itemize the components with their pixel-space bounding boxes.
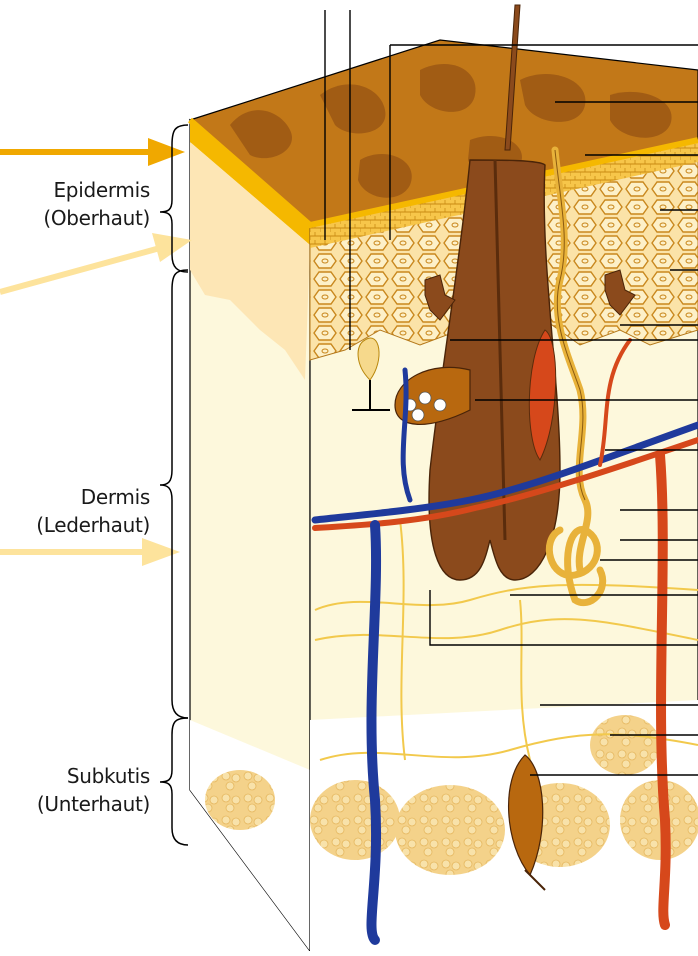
curly-brace-icon — [160, 270, 188, 718]
arrow-right-icon — [0, 538, 180, 566]
subcutis-translation: (Unterhaut) — [37, 790, 150, 818]
dermis-name: Dermis — [36, 483, 150, 511]
arrow-right-icon — [0, 233, 192, 292]
epidermis-label: Epidermis (Oberhaut) — [43, 176, 150, 232]
arrow-right-icon — [0, 138, 185, 166]
dermis-translation: (Lederhaut) — [36, 511, 150, 539]
dermis-label: Dermis (Lederhaut) — [36, 483, 150, 539]
epidermis-name: Epidermis — [43, 176, 150, 204]
subcutis-name: Subkutis — [37, 762, 150, 790]
subcutis-label: Subkutis (Unterhaut) — [37, 762, 150, 818]
epidermis-translation: (Oberhaut) — [43, 204, 150, 232]
curly-brace-icon — [160, 718, 188, 845]
